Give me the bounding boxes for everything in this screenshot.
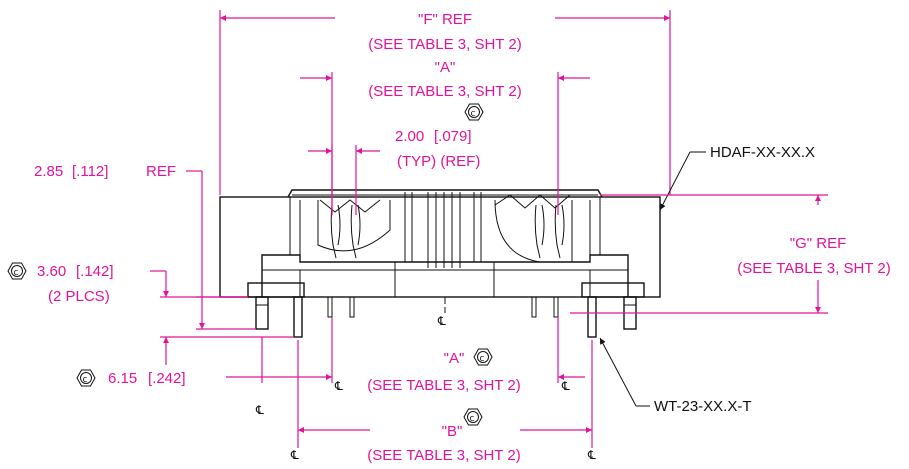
svg-text:c: c [83,375,88,385]
wt-part-number: WT-23-XX.X-T [654,398,752,415]
h285-value: 2.85 [34,163,63,180]
part-number: HDAF-XX-XX.X [710,144,815,161]
h360-value: 3.60 [37,263,66,280]
pitch-imperial: [.079] [434,128,472,145]
svg-text:c: c [470,414,475,424]
h360-note: (2 PLCS) [48,288,110,305]
g-table-note: (SEE TABLE 3, SHT 2) [737,260,890,277]
dimension-b: "B" c (SEE TABLE 3, SHT 2) [297,340,593,464]
centerline-symbol-icon: ℄ [587,448,596,462]
dimension-g: "G" REF (SEE TABLE 3, SHT 2) [570,194,891,314]
dimension-a-top: "A" (SEE TABLE 3, SHT 2) [300,59,590,215]
d615-imperial: [.242] [148,370,186,387]
hexagon-c-symbol-icon: c [463,408,483,426]
h285-imperial: [.112] [72,163,108,180]
dimension-pitch: 2.00 [.079] (TYP) (REF) [308,128,480,215]
hexagon-c-symbol-icon: c [76,369,96,387]
wt-part-callout: WT-23-XX.X-T [599,337,752,415]
centerline-symbol-icon: ℄ [561,379,570,393]
hexagon-c-symbol-icon: c [473,348,493,366]
f-table-note: (SEE TABLE 3, SHT 2) [368,36,521,53]
svg-text:c: c [471,109,476,119]
b-table-note: (SEE TABLE 3, SHT 2) [367,447,520,464]
d615-value: 6.15 [108,370,137,387]
hexagon-c-symbol-icon: c [464,103,484,121]
svg-text:c: c [14,268,19,278]
h285-ref: REF [146,163,176,180]
a-bottom-table-note: (SEE TABLE 3, SHT 2) [367,377,520,394]
dimension-3-60: c 3.60 [.142] (2 PLCS) [7,262,294,365]
centerlines: ℄ ℄ ℄ ℄ ℄ ℄ [255,298,596,462]
dimension-a-bottom: "A" c (SEE TABLE 3, SHT 2) [367,317,585,394]
centerline-symbol-icon: ℄ [334,379,343,393]
b-label: "B" [442,423,463,440]
f-ref-label: "F" REF [418,11,472,28]
dimension-f: "F" REF (SEE TABLE 3, SHT 2) [219,10,671,195]
dimension-6-15: c 6.15 [.242] [76,317,333,387]
a-top-label: "A" [435,59,456,76]
centerline-symbol-icon: ℄ [437,314,446,328]
pitch-value: 2.00 [395,128,424,145]
centerline-symbol-icon: ℄ [290,448,299,462]
part-number-callout: HDAF-XX-XX.X [659,144,815,211]
svg-text:c: c [480,354,485,364]
g-ref-label: "G" REF [790,235,846,252]
a-bottom-label: "A" [444,350,465,367]
a-top-table-note: (SEE TABLE 3, SHT 2) [368,83,521,100]
centerline-symbol-icon: ℄ [255,403,264,417]
hexagon-c-symbol-icon: c [7,262,27,280]
pitch-note: (TYP) (REF) [397,153,480,170]
h360-imperial: [.142] [76,263,114,280]
